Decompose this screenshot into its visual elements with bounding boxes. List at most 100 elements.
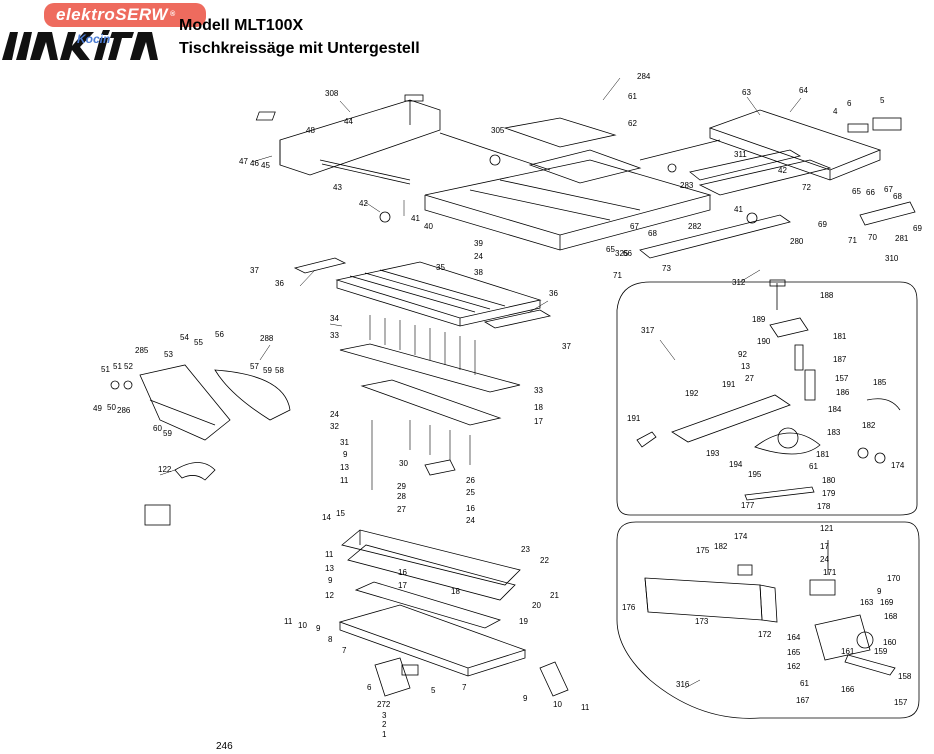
- callout-194: 194: [729, 460, 743, 469]
- callout-181b: 181: [816, 450, 830, 459]
- callout-9b: 9: [328, 576, 333, 585]
- callout-170: 170: [887, 574, 901, 583]
- callout-36: 36: [275, 279, 284, 288]
- callout-17b: 17: [398, 581, 407, 590]
- callout-42b: 42: [778, 166, 787, 175]
- callout-18b: 18: [451, 587, 460, 596]
- callout-22: 22: [540, 556, 549, 565]
- callout-11: 11: [340, 476, 349, 485]
- callout-162: 162: [787, 662, 801, 671]
- callout-174: 174: [891, 461, 905, 470]
- callout-92: 92: [738, 350, 747, 359]
- callout-25: 25: [466, 488, 475, 497]
- callout-169: 169: [880, 598, 894, 607]
- callout-17c: 17: [820, 542, 829, 551]
- callout-308: 308: [325, 89, 339, 98]
- callout-51: 51: [101, 365, 110, 374]
- callout-65b: 65: [606, 245, 615, 254]
- callout-72: 72: [802, 183, 811, 192]
- callout-9d: 9: [523, 694, 528, 703]
- callout-42: 42: [359, 199, 368, 208]
- callout-176: 176: [622, 603, 636, 612]
- callout-53: 53: [164, 350, 173, 359]
- callout-29: 29: [397, 482, 406, 491]
- callout-272: 272: [377, 700, 391, 709]
- callout-190: 190: [757, 337, 771, 346]
- callout-2: 2: [382, 720, 387, 729]
- callout-311: 311: [734, 150, 747, 159]
- callout-286: 286: [117, 406, 131, 415]
- callout-63: 63: [742, 88, 751, 97]
- callout-184: 184: [828, 405, 842, 414]
- callout-121: 121: [820, 524, 834, 533]
- callout-3: 3: [382, 711, 387, 720]
- callout-191b: 191: [627, 414, 641, 423]
- callout-20: 20: [532, 601, 541, 610]
- callout-62: 62: [628, 119, 637, 128]
- callout-288: 288: [260, 334, 274, 343]
- callout-317: 317: [641, 326, 655, 335]
- callout-54: 54: [180, 333, 189, 342]
- callout-16: 16: [466, 504, 475, 513]
- callout-189: 189: [752, 315, 766, 324]
- callout-28: 28: [397, 492, 406, 501]
- callout-10: 10: [298, 621, 307, 630]
- callout-labels: 308 44 48 47 46 45 43 42 41 40 305 284 6…: [93, 72, 922, 739]
- callout-182b: 182: [714, 542, 728, 551]
- callout-71: 71: [848, 236, 857, 245]
- callout-51b: 51: [113, 362, 122, 371]
- callout-159: 159: [874, 647, 888, 656]
- callout-161: 161: [841, 647, 855, 656]
- callout-186: 186: [836, 388, 850, 397]
- callout-30: 30: [399, 459, 408, 468]
- callout-13c: 13: [741, 362, 750, 371]
- callout-193: 193: [706, 449, 720, 458]
- callout-183: 183: [827, 428, 841, 437]
- callout-280: 280: [790, 237, 804, 246]
- rail-assembly-left: [255, 94, 441, 176]
- callout-33b: 33: [534, 386, 543, 395]
- header: elektroSERW® Kocin Modell MLT100X Tischk…: [0, 0, 934, 70]
- callout-45: 45: [261, 161, 270, 170]
- callout-5: 5: [880, 96, 885, 105]
- callout-167: 167: [796, 696, 810, 705]
- page-subtitle: Tischkreissäge mit Untergestell: [179, 40, 420, 57]
- callout-191: 191: [722, 380, 736, 389]
- callout-41b: 41: [734, 205, 743, 214]
- callout-157: 157: [835, 374, 849, 383]
- callout-64: 64: [799, 86, 808, 95]
- callout-61c: 61: [800, 679, 809, 688]
- callout-9e: 9: [877, 587, 882, 596]
- callout-47: 47: [239, 157, 248, 166]
- callout-185: 185: [873, 378, 887, 387]
- callout-69b: 69: [818, 220, 827, 229]
- callout-13: 13: [340, 463, 349, 472]
- callout-66: 66: [866, 188, 875, 197]
- callout-195: 195: [748, 470, 762, 479]
- callout-166: 166: [841, 685, 855, 694]
- callout-73: 73: [662, 264, 671, 273]
- callout-55: 55: [194, 338, 203, 347]
- dealer-subtitle: Kocin: [77, 32, 111, 46]
- callout-1: 1: [382, 730, 387, 739]
- callout-24b: 24: [330, 410, 339, 419]
- callout-33: 33: [330, 331, 339, 340]
- callout-69: 69: [913, 224, 922, 233]
- callout-11b: 11: [325, 550, 334, 559]
- callout-71b: 71: [613, 271, 622, 280]
- callout-65: 65: [852, 187, 861, 196]
- main-table: [424, 159, 712, 251]
- callout-67: 67: [884, 185, 893, 194]
- callout-58: 58: [275, 366, 284, 375]
- callout-122: 122: [158, 465, 172, 474]
- callout-21: 21: [550, 591, 559, 600]
- callout-48: 48: [306, 126, 315, 135]
- callout-35: 35: [436, 263, 445, 272]
- page-title: Modell MLT100X: [179, 17, 304, 34]
- callout-68: 68: [893, 192, 902, 201]
- callout-163: 163: [860, 598, 874, 607]
- callout-178: 178: [817, 502, 831, 511]
- callout-27b: 27: [745, 374, 754, 383]
- callout-282: 282: [688, 222, 702, 231]
- callout-171: 171: [823, 568, 837, 577]
